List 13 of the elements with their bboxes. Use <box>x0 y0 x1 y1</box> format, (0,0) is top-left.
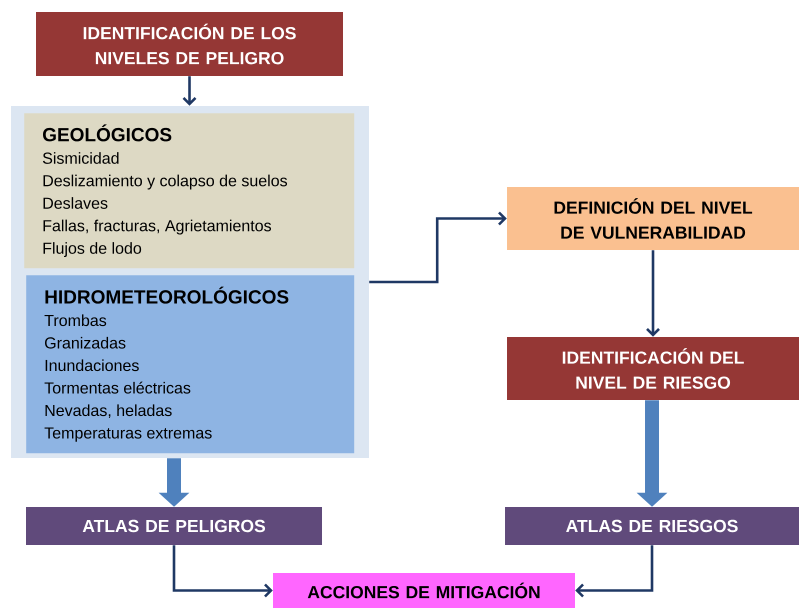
process-box: IDENTIFICACIÓN DEL NIVEL DE RIESGO <box>507 337 799 400</box>
arrow <box>575 545 654 598</box>
process-box: ATLAS DE RIESGOS <box>505 507 799 545</box>
process-box: DEFINICIÓN DEL NIVEL DE VULNERABILIDAD <box>507 187 799 250</box>
process-box: ACCIONES DE MITIGACIÓN <box>273 573 575 608</box>
list-box: GEOLÓGICOS Sismicidad Deslizamiento y colapso de suelos Deslaves Fallas, fracturas, Agrietamientos Flujos de lodo <box>24 113 354 268</box>
list-box: HIDROMETEOROLÓGICOS Trombas Granizadas Inundaciones Tormentas eléctricas Nevadas, heladas Temperaturas extremas <box>26 275 354 454</box>
process-box: IDENTIFICACIÓN DE LOS NIVELES DE PELIGRO <box>36 12 343 76</box>
arrow <box>182 76 196 106</box>
process-box: ATLAS DE PELIGROS <box>26 507 322 545</box>
arrow <box>172 545 273 598</box>
arrow <box>369 212 507 284</box>
arrow <box>646 250 660 337</box>
